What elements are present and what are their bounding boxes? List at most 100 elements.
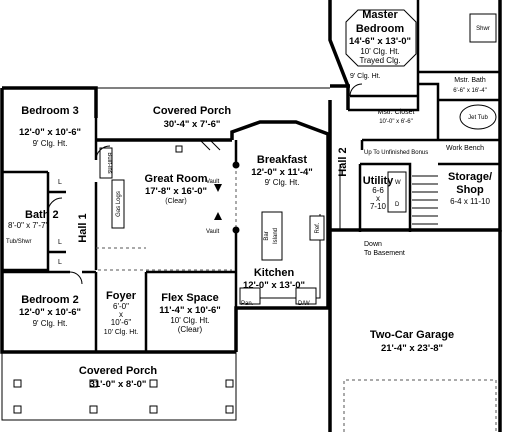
washer-dryer	[387, 171, 407, 213]
interior-walls	[2, 0, 500, 432]
flex-space-name: Flex Space	[161, 292, 218, 304]
flex-space-note-2: (Clear)	[178, 325, 203, 334]
hall1-label: Hall 1	[77, 213, 89, 242]
front-porch-post-7	[225, 379, 234, 388]
rear-porch-name: Covered Porch	[153, 105, 232, 117]
master-bedroom-name-2: Bedroom	[356, 23, 405, 35]
front-porch-post-1	[13, 379, 22, 388]
front-porch-post-8	[225, 405, 234, 414]
front-porch-post-6	[149, 405, 158, 414]
front-porch-size: 31'-0" x 8'-0"	[90, 379, 147, 390]
great-room-size: 17'-8" x 16'-0"	[145, 186, 207, 197]
master-closet-size: 10'-0" x 6'-6"	[379, 119, 413, 125]
island-label: Island	[273, 228, 279, 244]
vault-arrow-up	[214, 184, 222, 192]
foyer-w2: 10'-6"	[111, 318, 132, 327]
bedroom2-size: 12'-0" x 10'-6"	[19, 307, 81, 318]
foyer-note: 10' Clg. Ht.	[104, 329, 138, 336]
master-bath-size: 6'-6" x 16'-4"	[453, 88, 487, 94]
door-swings	[47, 83, 363, 285]
master-bath-name: Mstr. Bath	[454, 77, 486, 84]
bedroom2-name: Bedroom 2	[21, 294, 78, 306]
dryer-label: D	[395, 202, 400, 208]
bedroom3-name: Bedroom 3	[21, 105, 78, 117]
labels: Master Bedroom 14'-6" x 13'-0" 10' Clg. …	[6, 9, 492, 390]
great-room-name: Great Room	[145, 173, 208, 185]
vault-arrow-down	[214, 212, 222, 220]
kitchen-size: 12'-0" x 13'-0"	[243, 280, 305, 291]
washer-label: W	[395, 180, 401, 186]
dashed-dividers	[96, 165, 237, 271]
up-bonus-label: Up To Unfinished Bonus	[364, 150, 428, 156]
bedroom3-note: 9' Clg. Ht.	[33, 139, 68, 148]
tub-shower-label: Tub/Shwr	[6, 239, 31, 245]
front-porch-name: Covered Porch	[79, 365, 158, 377]
master-bedroom-note-1: 10' Clg. Ht.	[360, 47, 399, 56]
work-bench-label: Work Bench	[446, 145, 484, 152]
foyer-name: Foyer	[106, 290, 137, 302]
rear-porch-size: 30'-4" x 7'-6"	[164, 119, 221, 130]
column-2	[232, 226, 240, 234]
vault-label-1: Vault	[206, 179, 220, 185]
linen-l1: L	[58, 179, 62, 186]
exterior-walls	[0, 0, 502, 432]
front-porch-post-2	[13, 405, 22, 414]
utility-x: x	[376, 194, 380, 203]
storage-size: 6-4 x 11-10	[450, 197, 490, 206]
dw-label: D/W	[298, 301, 310, 307]
breakfast-note: 9' Clg. Ht.	[265, 178, 300, 187]
flex-space-note-1: 10' Clg. Ht.	[170, 316, 209, 325]
front-porch-post-4	[89, 405, 98, 414]
pantry	[239, 287, 261, 305]
builtins-label: Built-ins	[106, 152, 112, 173]
utility-w1: 6-6	[372, 186, 384, 195]
porch-post	[175, 145, 183, 153]
utility-w2: 7-10	[370, 202, 387, 211]
down-basement-1: Down	[364, 241, 382, 248]
linen-l3: L	[58, 259, 62, 266]
master-clg-9-label: 9' Clg. Ht.	[350, 73, 381, 80]
storage-name-2: Shop	[456, 184, 484, 196]
master-bedroom-name-1: Master	[362, 9, 398, 21]
front-porch-post-5	[149, 379, 158, 388]
garage-name: Two-Car Garage	[370, 329, 454, 341]
down-basement-2: To Basement	[364, 250, 405, 257]
column-1	[232, 161, 240, 169]
gas-logs-label: Gas Logs	[116, 191, 122, 217]
fireplace	[111, 179, 125, 229]
garage-size: 21'-4" x 23'-8"	[381, 343, 443, 354]
utility-name: Utility	[363, 175, 394, 187]
builtins-cabinet	[99, 147, 113, 179]
bedroom3-size: 12'-0" x 10'-6"	[19, 127, 81, 138]
master-bedroom-size: 14'-6" x 13'-0"	[349, 36, 411, 47]
dishwasher	[295, 287, 317, 305]
shower-label: Shwr	[476, 26, 490, 32]
jet-tub-label: Jet Tub	[468, 115, 488, 121]
linen-l2: L	[58, 239, 62, 246]
bath2-size: 8'-0" x 7'-7"	[8, 221, 48, 230]
vault-label-2: Vault	[206, 229, 220, 235]
flex-space-size: 11'-4" x 10'-6"	[159, 305, 221, 316]
master-closet-name: Mstr. Closet	[378, 109, 415, 116]
trayed-ceiling-outline	[345, 9, 417, 67]
hall2-label: Hall 2	[337, 147, 349, 176]
refrigerator	[309, 215, 325, 241]
shower-stall	[469, 13, 497, 43]
kitchen-island	[261, 211, 283, 261]
foyer-w1: 6'-0"	[113, 302, 129, 311]
ref-label: Ref.	[315, 222, 321, 233]
jet-tub	[459, 104, 497, 130]
master-bedroom-note-2: Trayed Clg.	[359, 56, 400, 65]
pantry-label: Pan.	[241, 301, 254, 307]
great-room-note: (Clear)	[165, 198, 186, 205]
breakfast-size: 12'-0" x 11'-4"	[251, 167, 313, 178]
kitchen-name: Kitchen	[254, 267, 295, 279]
bar-label: Bar	[264, 231, 270, 240]
bedroom2-note: 9' Clg. Ht.	[33, 319, 68, 328]
foyer-x: x	[119, 310, 123, 319]
front-porch	[1, 352, 237, 421]
breakfast-name: Breakfast	[257, 154, 307, 166]
front-porch-post-3	[89, 379, 98, 388]
storage-name-1: Storage/	[448, 171, 492, 183]
